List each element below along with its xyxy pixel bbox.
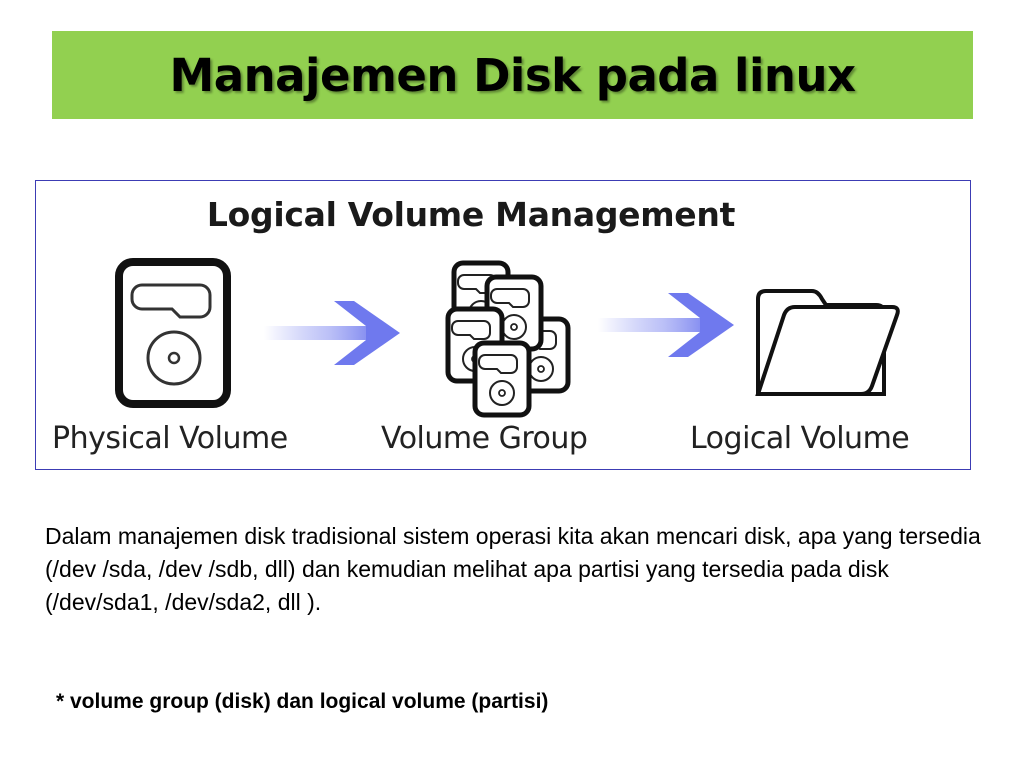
disk-group-icon [448,263,568,415]
stage-label-physical-volume: Physical Volume [52,421,288,456]
title-bar: Manajemen Disk pada linux [52,31,973,119]
lvm-diagram-graphics [115,258,900,469]
footnote: * volume group (disk) dan logical volume… [56,690,549,713]
hard-disk-icon [115,258,231,408]
stage-label-volume-group: Volume Group [381,421,588,456]
lvm-diagram: Logical Volume Management Physical Volum… [35,180,971,470]
arrow-icon [264,301,400,365]
body-paragraph: Dalam manajemen disk tradisional sistem … [45,523,981,615]
folder-icon [755,289,900,396]
slide-title: Manajemen Disk pada linux [169,48,856,102]
stage-label-logical-volume: Logical Volume [690,421,910,456]
arrow-icon [598,293,734,357]
diagram-heading: Logical Volume Management [206,195,736,234]
